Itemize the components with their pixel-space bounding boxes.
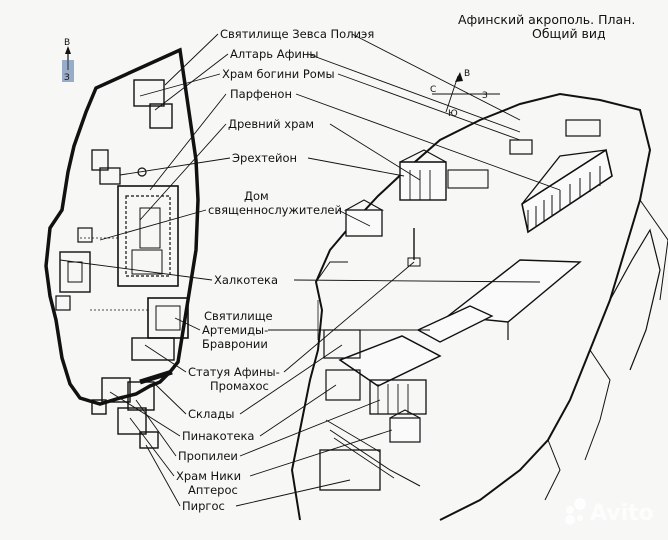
watermark-text: Avito <box>590 501 654 526</box>
label-pinakotheke: Пинакотека <box>182 429 254 443</box>
labels: Святилище Зевса Полиэя Алтарь Афины Храм… <box>176 27 374 513</box>
label-nike-line-1: Храм Ники <box>176 469 241 483</box>
label-artemis-line-3: Бравронии <box>202 337 268 351</box>
view-compass-s: Ю <box>448 109 458 119</box>
avito-watermark: Avito <box>565 498 654 526</box>
plan-compass: В З <box>62 38 74 83</box>
label-artemis-line-1: Святилище <box>204 309 273 323</box>
view-compass-n: В <box>464 69 470 79</box>
label-stores: Склады <box>188 407 234 421</box>
view-compass-w: С <box>430 85 436 95</box>
label-nike-line-2: Аптерос <box>188 483 238 497</box>
label-old-temple: Древний храм <box>228 117 314 131</box>
title-line-1: Афинский акрополь. План. <box>458 12 635 27</box>
compass-north-letter: В <box>64 38 70 48</box>
leader-lines <box>59 33 561 507</box>
label-promachos-line-2: Промахос <box>210 379 269 393</box>
label-roma-temple: Храм богини Ромы <box>222 67 335 81</box>
label-chalkotheke: Халкотека <box>214 273 278 287</box>
label-promachos-line-1: Статуя Афины- <box>188 365 280 379</box>
view-compass-e: З <box>482 91 488 101</box>
view-compass: В С З Ю <box>430 69 500 119</box>
acropolis-plan <box>44 47 200 449</box>
label-priests-house-line-1: Дом <box>244 189 269 203</box>
compass-south-letter: З <box>64 73 70 83</box>
acropolis-perspective <box>290 92 668 521</box>
label-pyrgos: Пиргос <box>182 499 225 513</box>
label-propylaea: Пропилеи <box>178 449 238 463</box>
label-priests-house-line-2: священнослужителей <box>208 203 342 217</box>
label-erechtheion: Эрехтейон <box>232 151 297 165</box>
label-athena-altar: Алтарь Афины <box>230 47 318 61</box>
title-line-2: Общий вид <box>532 26 606 41</box>
label-parthenon: Парфенон <box>230 87 292 101</box>
label-zeus-sanctuary: Святилище Зевса Полиэя <box>220 27 374 41</box>
label-artemis-line-2: Артемиды- <box>202 323 268 337</box>
